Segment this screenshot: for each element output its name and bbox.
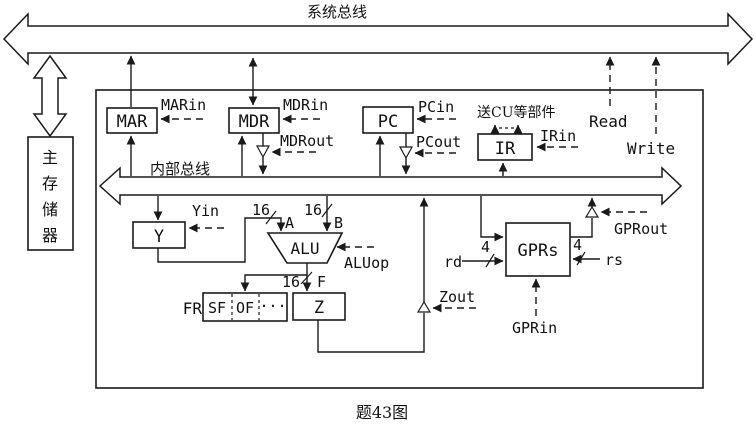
y-register-box bbox=[132, 221, 186, 249]
aluop-label: ALUop bbox=[344, 254, 389, 272]
alu-to-flag-register-line bbox=[240, 274, 307, 292]
zout-label: Zout bbox=[439, 288, 475, 306]
internal-bus bbox=[98, 166, 683, 206]
flag-register-box bbox=[202, 292, 288, 322]
mdrout-tristate-gate bbox=[255, 145, 271, 159]
main-memory-char-2: 存 bbox=[42, 174, 58, 193]
memory-bus-arrow bbox=[32, 54, 68, 138]
a-bus-width-slash bbox=[265, 210, 277, 225]
to-cu-label: 送CU等部件 bbox=[477, 104, 556, 121]
datapath-outline bbox=[95, 89, 704, 389]
alu-block bbox=[266, 232, 344, 264]
ir-register-box bbox=[477, 133, 533, 161]
gprs-output-line bbox=[570, 218, 593, 238]
mar-register-box bbox=[106, 107, 158, 134]
main-memory-char-1: 主 bbox=[42, 148, 58, 167]
f-bus-width-slash bbox=[300, 271, 313, 285]
y-to-alu-a-line bbox=[157, 217, 286, 263]
gprs-label: GPRs bbox=[518, 241, 559, 261]
flag-of-label: OF bbox=[236, 299, 254, 317]
main-memory-char-3: 储 bbox=[42, 200, 58, 219]
system-bus-label: 系统总线 bbox=[307, 3, 367, 21]
b-bus-width-label: 16 bbox=[304, 201, 322, 219]
y-label: Y bbox=[154, 227, 164, 247]
rs-label: rs bbox=[605, 251, 623, 269]
flag-sf-label: SF bbox=[208, 299, 226, 317]
mar-label: MAR bbox=[117, 112, 148, 132]
rs-width-label: 4 bbox=[573, 236, 582, 254]
main-memory-box bbox=[27, 136, 74, 251]
read-label: Read bbox=[589, 112, 628, 131]
yin-label: Yin bbox=[192, 202, 219, 220]
irin-label: IRin bbox=[540, 127, 576, 145]
zout-tristate-gate bbox=[416, 300, 432, 313]
alu-port-f-label: F bbox=[317, 273, 326, 291]
b-bus-width-slash bbox=[321, 203, 333, 218]
pc-label: PC bbox=[378, 112, 398, 132]
gprout-label: GPRout bbox=[614, 220, 668, 238]
ir-label: IR bbox=[495, 139, 516, 159]
z-output-line bbox=[317, 313, 425, 353]
mdrout-label: MDRout bbox=[280, 132, 334, 150]
internal-bus-label: 内部总线 bbox=[150, 160, 210, 178]
figure-caption: 题43图 bbox=[356, 403, 408, 422]
a-bus-width-label: 16 bbox=[252, 201, 270, 219]
z-label: Z bbox=[314, 298, 324, 318]
gprin-label: GPRin bbox=[512, 319, 557, 337]
mdrin-label: MDRin bbox=[283, 96, 328, 114]
gprs-box bbox=[505, 222, 571, 277]
gprout-tristate-gate bbox=[584, 205, 600, 218]
rd-label: rd bbox=[444, 253, 462, 271]
system-bus bbox=[2, 12, 754, 66]
internal-bus-to-gprs-line bbox=[480, 196, 504, 242]
pc-register-box bbox=[362, 106, 414, 134]
rd-width-label: 4 bbox=[481, 238, 490, 256]
main-memory-char-4: 器 bbox=[42, 226, 58, 245]
rd-width-slash bbox=[485, 253, 495, 268]
z-register-box bbox=[292, 292, 346, 321]
alu-port-b-label: B bbox=[334, 214, 343, 232]
rs-width-slash bbox=[576, 251, 586, 266]
alu-port-a-label: A bbox=[285, 214, 294, 232]
pcout-tristate-gate bbox=[398, 146, 414, 160]
mdr-register-box bbox=[228, 107, 280, 134]
pcout-label: PCout bbox=[416, 133, 461, 151]
marin-label: MARin bbox=[161, 96, 206, 114]
pcin-label: PCin bbox=[418, 98, 454, 116]
flag-more-label: ··· bbox=[259, 297, 286, 315]
mdr-label: MDR bbox=[239, 112, 270, 132]
fr-label: FR bbox=[183, 299, 203, 318]
alu-label: ALU bbox=[291, 239, 320, 258]
f-bus-width-label: 16 bbox=[282, 273, 300, 291]
write-label: Write bbox=[627, 139, 675, 158]
